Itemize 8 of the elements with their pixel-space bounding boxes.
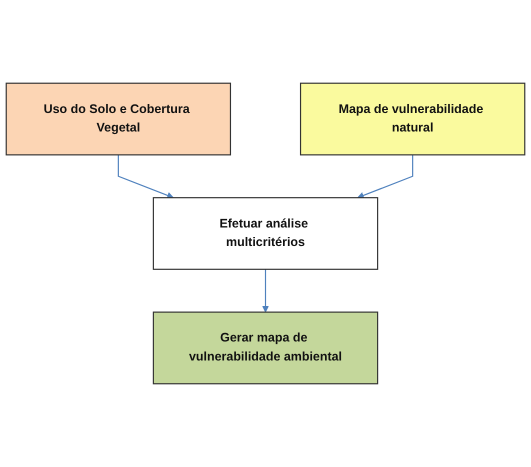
flowchart-drawing: Uso do Solo e Cobertura Vegetal Mapa de vulnerabilidade natural Efetuar análise multicritérios Gerar mapa de vulnerabilidade ambiental (0, 77, 531, 390)
arrow (357, 154, 414, 199)
node-box (152, 312, 378, 384)
node-box (152, 197, 378, 270)
node-box (300, 82, 526, 156)
arrow (262, 269, 269, 312)
node-box (6, 82, 232, 156)
arrow (118, 154, 174, 199)
